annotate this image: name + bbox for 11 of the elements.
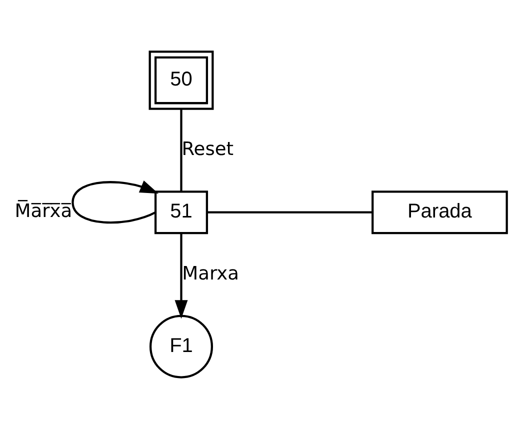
node-box: 50 bbox=[148, 50, 214, 110]
arrow bbox=[72, 180, 159, 224]
edge-label: M̅a̅r̅x̅a̅ bbox=[14, 200, 72, 222]
connector bbox=[180, 108, 182, 192]
edge-label: Reset bbox=[182, 138, 234, 160]
node-circle: F1 bbox=[149, 314, 214, 378]
node-box: 51 bbox=[154, 190, 208, 234]
connector bbox=[207, 210, 372, 213]
arrow bbox=[174, 232, 188, 318]
node-box: Parada bbox=[372, 190, 508, 234]
edge-label: Marxa bbox=[182, 262, 239, 284]
